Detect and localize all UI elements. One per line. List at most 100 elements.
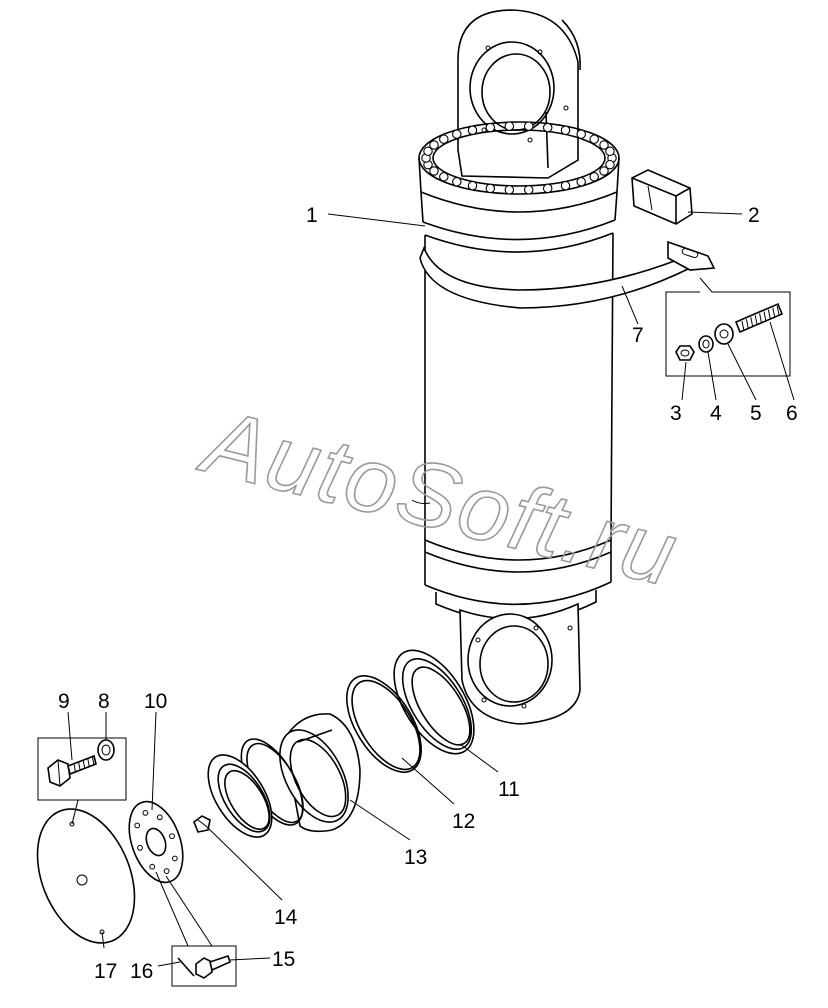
callout-12: 12 — [452, 810, 475, 833]
callout-11: 11 — [498, 778, 520, 801]
flange-bolt-head — [467, 125, 478, 136]
cover-plate-kit — [36, 737, 237, 987]
callout-10: 10 — [144, 690, 167, 713]
leader-7 — [621, 285, 639, 325]
flange-bolt-head — [576, 177, 586, 187]
callout-2: 2 — [748, 204, 760, 227]
bolt-part-9 — [47, 759, 71, 787]
top-clevis-eye — [457, 9, 581, 179]
flange-bolt-head — [605, 146, 615, 157]
callout-4: 4 — [710, 402, 722, 425]
leader-14 — [205, 825, 283, 901]
flange-bolt-head — [439, 172, 449, 182]
thread-line — [750, 317, 754, 328]
leader-15 — [229, 957, 271, 961]
flange-bolt-head — [439, 134, 449, 144]
flange-hole — [142, 810, 149, 816]
flange-hole — [156, 814, 163, 821]
flange-hole — [137, 844, 143, 851]
callout-13: 13 — [404, 846, 427, 869]
watermark-text: AutoSoft.ru — [190, 389, 687, 606]
flange-bolt-head — [523, 185, 534, 195]
leader-9 — [67, 711, 73, 761]
flange-bolt-head — [485, 122, 496, 133]
flange-bolt-head — [523, 121, 534, 131]
flange-bolt-head — [452, 177, 462, 187]
end-ring-part-11 — [393, 649, 475, 755]
flange-bolt-head — [429, 166, 439, 176]
leader-12 — [401, 757, 455, 805]
thread-line — [741, 320, 745, 332]
thread-line — [767, 309, 771, 320]
grease-fitting — [193, 815, 211, 833]
leader-13 — [349, 799, 411, 841]
flange-hole — [169, 833, 175, 840]
thread-line — [772, 307, 776, 318]
flange-hole — [134, 822, 141, 829]
rubber-pad — [631, 169, 693, 225]
callout-5: 5 — [750, 402, 762, 425]
watermark: AutoSoft.ru — [190, 388, 689, 606]
flange-bolt-head — [599, 166, 609, 176]
thread-line — [776, 305, 780, 316]
flange-bolt-head — [599, 140, 609, 150]
flange-bolt-head — [542, 122, 553, 133]
flange-hole — [149, 863, 156, 870]
thread-line — [763, 311, 767, 322]
flange-part-10 — [128, 800, 184, 884]
flange-bolt-ring — [421, 121, 617, 195]
bottom-clevis-eye — [459, 602, 581, 725]
flange-bolt-head — [542, 183, 553, 194]
flange-hole — [163, 868, 170, 874]
callout-14: 14 — [274, 906, 298, 929]
top-flange — [418, 121, 620, 213]
cover-plate-part-17 — [36, 799, 136, 949]
fastener-kit — [665, 277, 791, 377]
nut-part-3 — [675, 345, 695, 361]
flange-bolt-head — [429, 140, 439, 150]
leader-1 — [327, 213, 426, 227]
callout-16: 16 — [130, 960, 153, 983]
leader-5 — [727, 343, 757, 401]
thread-line — [745, 319, 749, 330]
flange-bolt-head — [452, 129, 462, 139]
flange-bolt-head — [589, 172, 599, 182]
flange-bolt-head — [560, 180, 571, 191]
thread-line — [754, 315, 758, 326]
leader-4 — [707, 351, 717, 401]
callout-17: 17 — [94, 960, 117, 983]
callout-15: 15 — [272, 948, 295, 971]
cylinder-assembly — [411, 9, 620, 725]
flange-bolt-head — [423, 146, 433, 157]
callout-6: 6 — [786, 402, 798, 425]
seal-rings — [193, 649, 475, 838]
thread-line — [87, 758, 90, 767]
thread-line — [759, 313, 763, 324]
flange-bolt-head — [467, 180, 478, 191]
bolt-part-9-thread — [67, 754, 97, 776]
threaded-stud-part-6 — [734, 302, 784, 334]
leader-2 — [687, 211, 743, 215]
leader-10 — [151, 711, 157, 811]
thread-line — [82, 760, 86, 769]
flange-bolt-head — [560, 125, 571, 136]
mounting-strap — [419, 240, 716, 309]
leader-11 — [459, 743, 499, 773]
leader-lines — [67, 211, 795, 967]
flange-bolt-head — [576, 129, 586, 139]
callout-8: 8 — [98, 690, 110, 713]
bolt-part-15 — [195, 954, 231, 979]
lock-washer-part-4 — [698, 335, 714, 353]
callout-3: 3 — [670, 402, 682, 425]
flat-washer-part-5 — [714, 323, 734, 345]
gland-part-13 — [279, 713, 361, 833]
callout-7: 7 — [632, 324, 644, 347]
flange-bolt-head — [485, 183, 496, 194]
callout-1: 1 — [306, 204, 318, 227]
flange-hole — [171, 855, 178, 862]
thread-line — [78, 762, 81, 771]
leader-16 — [157, 961, 181, 967]
pin-part-16 — [177, 957, 195, 977]
